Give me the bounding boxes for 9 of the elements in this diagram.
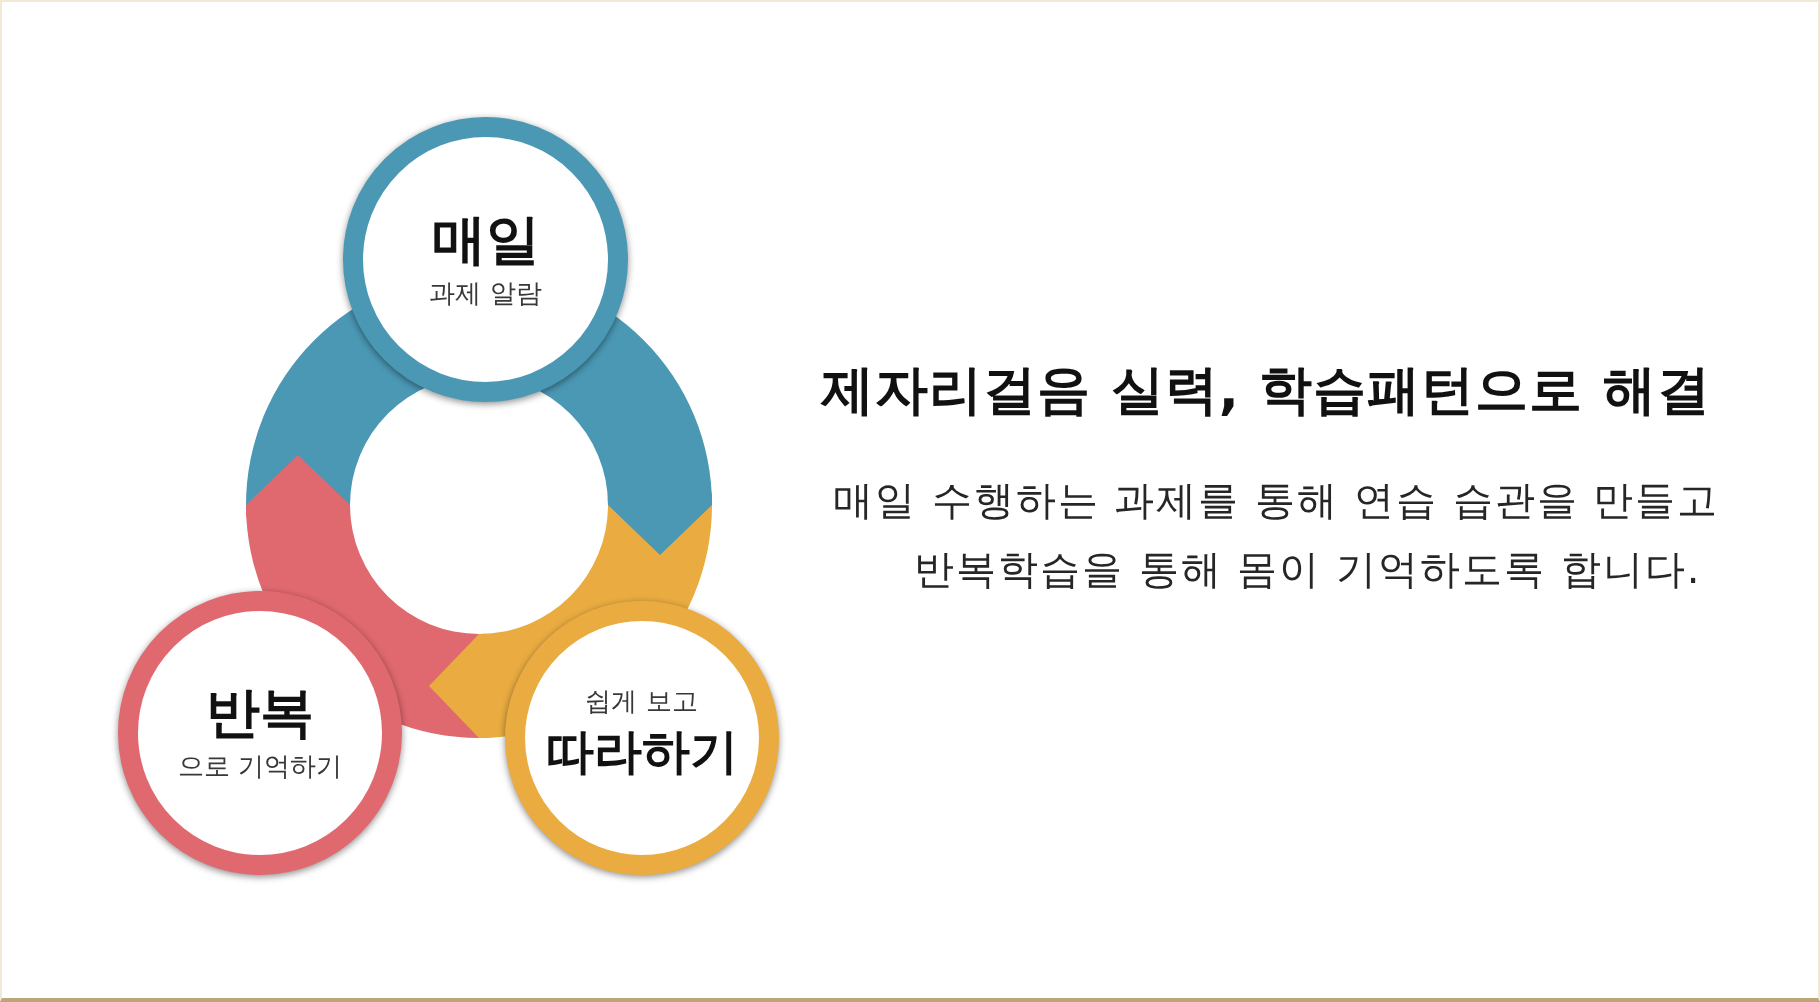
- stage-subheading: 과제 알람: [429, 277, 542, 309]
- stage-heading: 따라하기: [545, 724, 738, 778]
- ring-segment: [246, 309, 712, 506]
- stage-subheading: 쉽게 보고: [585, 685, 698, 717]
- description-text: 매일 수행하는 과제를 통해 연습 습관을 만들고 반복학습을 통해 몸이 기억하도록 합니다.: [833, 476, 1721, 594]
- stage-heading: 반복: [206, 683, 314, 743]
- stage-heading: 매일: [431, 210, 540, 270]
- slide-title: 제자리걸음 실력, 학습패턴으로 해결: [819, 358, 1712, 422]
- stage-subheading: 으로 기억하기: [177, 750, 343, 782]
